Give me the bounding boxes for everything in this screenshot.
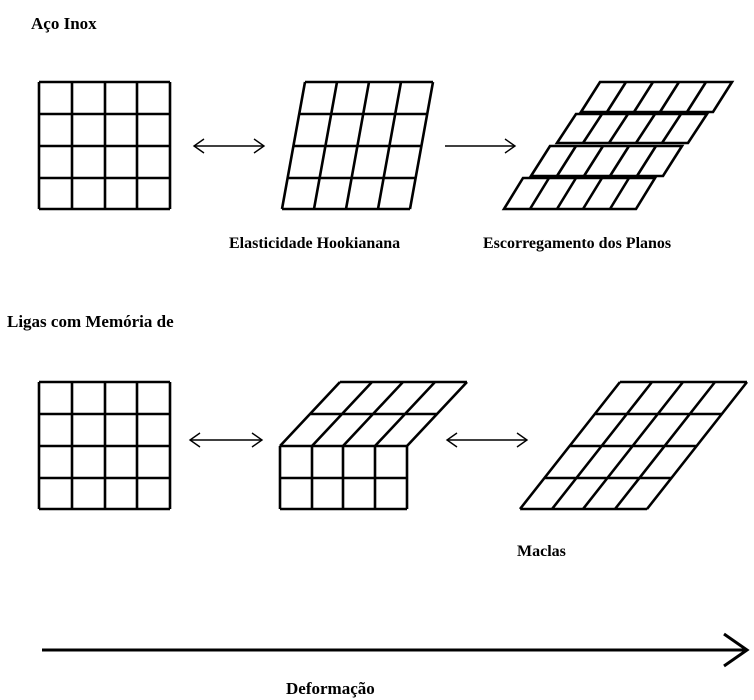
steel-slip-grid — [501, 80, 735, 211]
steel-undeformed-grid — [37, 80, 172, 211]
slip-label: Escorregamento dos Planos — [483, 235, 671, 252]
deformation-axis-arrow — [42, 632, 750, 668]
sma-reversible-arrow-2 — [445, 432, 529, 448]
elastic-label: Elasticidade Hookianana — [229, 235, 400, 252]
steel-title: Aço Inox — [31, 14, 97, 33]
steel-forward-arrow — [445, 138, 517, 154]
steel-reversible-arrow — [192, 138, 266, 154]
sma-detwinned-grid — [518, 380, 749, 511]
sma-twinned-grid — [278, 380, 468, 511]
sma-reversible-arrow-1 — [188, 432, 264, 448]
steel-elastic-grid — [280, 80, 435, 211]
deformation-label: Deformação — [286, 679, 375, 698]
twins-label: Maclas — [517, 543, 566, 560]
sma-title: Ligas com Memória de — [7, 312, 174, 331]
sma-undeformed-grid — [37, 380, 172, 511]
